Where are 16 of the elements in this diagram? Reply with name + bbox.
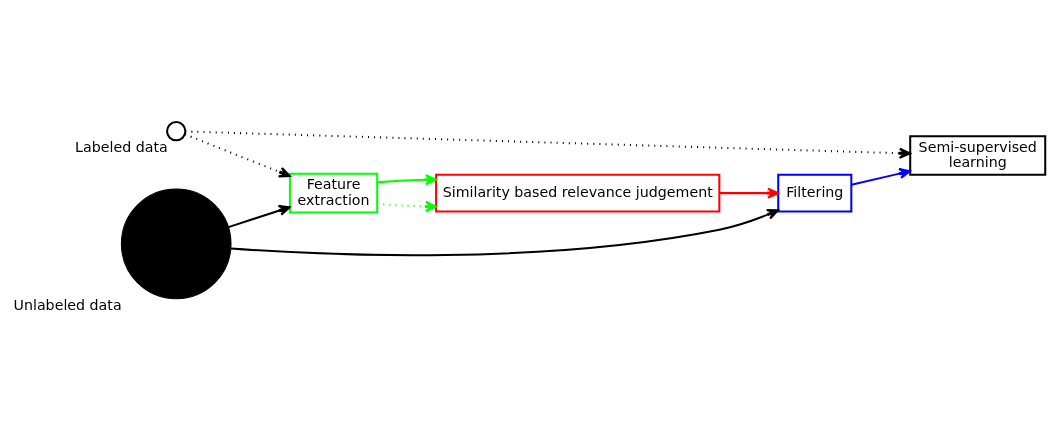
node-box: Feature extraction	[288, 172, 379, 214]
node-label: Labeled data	[75, 138, 168, 155]
arrow	[228, 204, 291, 229]
node-circle	[120, 188, 232, 300]
arrow	[230, 209, 779, 257]
node-circle	[166, 121, 187, 142]
arrow	[377, 174, 437, 186]
node-box: Semi-supervised learning	[909, 135, 1047, 176]
arrow	[184, 133, 291, 178]
arrow	[719, 187, 780, 199]
arrow	[185, 130, 911, 159]
arrow	[377, 200, 437, 213]
node-label: Unlabeled data	[13, 297, 122, 314]
arrow	[851, 167, 912, 186]
node-box: Filtering	[777, 173, 853, 213]
node-box: Similarity based relevance judgement	[435, 173, 721, 213]
